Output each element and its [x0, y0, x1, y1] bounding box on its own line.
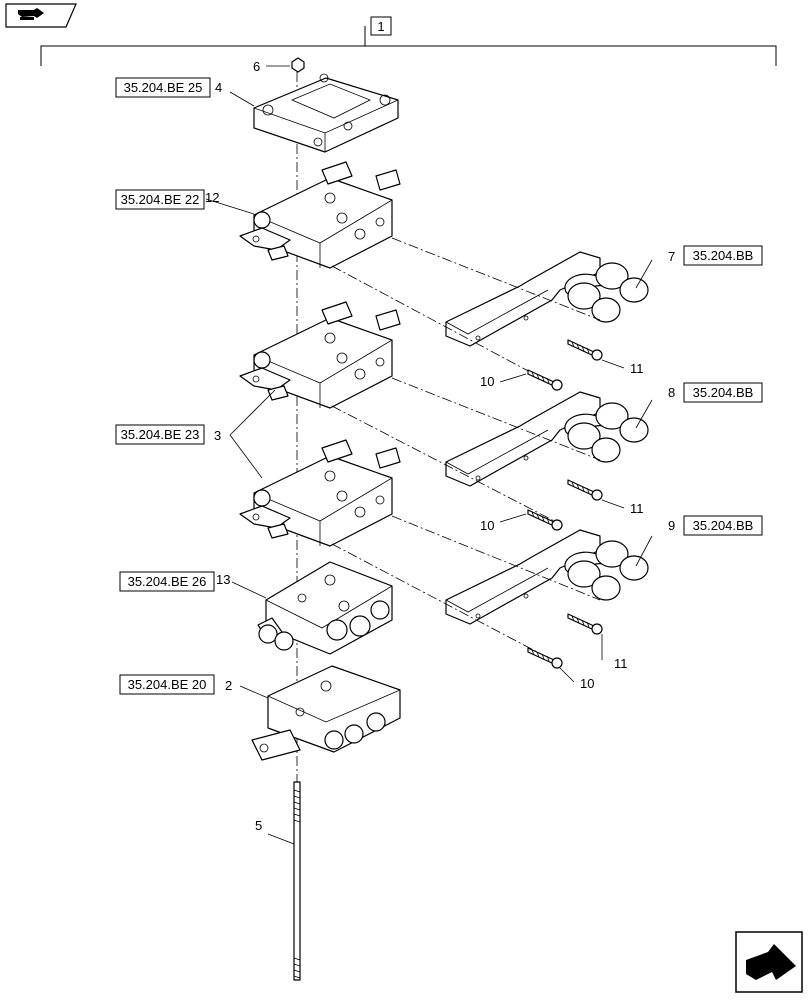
bolts-set-1: 11 10 [480, 339, 644, 391]
forward-arrow-icon [746, 944, 796, 980]
callout-11b: 11 [630, 501, 644, 516]
ref-4-label: 35.204.BE 25 [124, 80, 203, 95]
part-6-nut: 6 [253, 57, 305, 74]
callout-11c: 11 [614, 656, 628, 671]
ref-9-label: 35.204.BB [693, 518, 754, 533]
back-arrow-icon [18, 8, 44, 20]
part-4-cover-plate: 4 [215, 73, 399, 153]
part-7-coupler: 7 [445, 249, 675, 347]
ref-4[interactable]: 35.204.BE 25 [115, 77, 211, 98]
callout-5: 5 [255, 818, 262, 833]
callout-3-group: 3 [214, 389, 276, 479]
callout-9: 9 [668, 518, 675, 533]
ref-2-label: 35.204.BE 20 [128, 677, 207, 692]
ref-7[interactable]: 35.204.BB [683, 245, 763, 266]
part-2-end-plate: 2 [225, 665, 401, 761]
callout-7: 7 [668, 249, 675, 264]
bolts-set-3: 11 10 [527, 613, 628, 691]
ref-12-label: 35.204.BE 22 [121, 192, 200, 207]
callout-10a: 10 [480, 374, 494, 389]
ref-8[interactable]: 35.204.BB [683, 382, 763, 403]
callout-4: 4 [215, 80, 222, 95]
callout-12: 12 [205, 190, 219, 205]
part-8-coupler: 8 [445, 385, 675, 487]
ref-9[interactable]: 35.204.BB [683, 515, 763, 536]
callout-10b: 10 [480, 518, 494, 533]
ref-3[interactable]: 35.204.BE 23 [115, 424, 205, 445]
callout-10c: 10 [580, 676, 594, 691]
previous-page-button[interactable] [5, 3, 77, 28]
alignment-lines [331, 237, 601, 665]
ref-3-label: 35.204.BE 23 [121, 427, 200, 442]
assembly-bracket: 1 [40, 16, 777, 66]
ref-12[interactable]: 35.204.BE 22 [115, 189, 205, 210]
callout-2: 2 [225, 678, 232, 693]
callout-13: 13 [216, 572, 230, 587]
assembly-callout-box [370, 16, 392, 36]
part-9-coupler: 9 [445, 518, 675, 625]
bolts-set-2: 11 10 [480, 479, 644, 533]
assembly-callout: 1 [377, 19, 384, 34]
part-12-valve-section: 12 [205, 161, 401, 269]
part-13-inlet-section: 13 [216, 561, 393, 655]
callout-8: 8 [668, 385, 675, 400]
callout-6: 6 [253, 59, 260, 74]
part-5-tie-rod: 5 [255, 781, 301, 981]
ref-13[interactable]: 35.204.BE 26 [119, 571, 215, 592]
part-3-valve-section-upper [239, 301, 401, 409]
part-3-valve-section-lower [239, 439, 401, 547]
next-page-button[interactable] [735, 931, 803, 993]
ref-2[interactable]: 35.204.BE 20 [119, 674, 215, 695]
ref-8-label: 35.204.BB [693, 385, 754, 400]
ref-13-label: 35.204.BE 26 [128, 574, 207, 589]
callout-3: 3 [214, 428, 221, 443]
ref-7-label: 35.204.BB [693, 248, 754, 263]
callout-11a: 11 [630, 361, 644, 376]
